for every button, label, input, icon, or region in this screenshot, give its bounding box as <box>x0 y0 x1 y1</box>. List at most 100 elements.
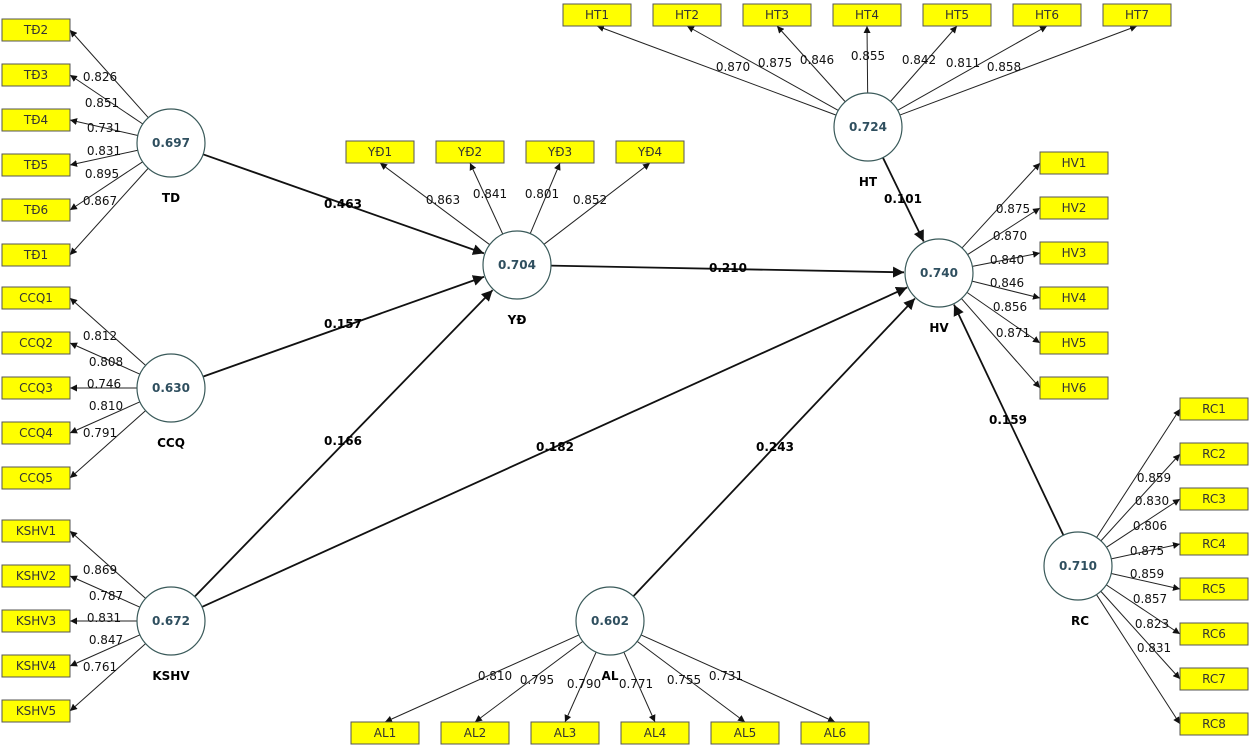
indicator-hv4[interactable]: HV4 <box>1039 286 1109 310</box>
indicator-td2[interactable]: TĐ2 <box>1 18 71 42</box>
indicator-kshv4[interactable]: KSHV4 <box>1 654 71 678</box>
labels-layer: 0.8260.8510.7310.8310.8950.8670.8120.808… <box>83 49 1171 691</box>
loading-arrow-yd4 <box>543 162 651 245</box>
indicator-al5[interactable]: AL5 <box>710 721 780 745</box>
indicator-al1[interactable]: AL1 <box>350 721 420 745</box>
indicator-ccq5[interactable]: CCQ5 <box>1 466 71 490</box>
loading-arrow-rc3 <box>1106 498 1181 548</box>
indicator-ht7[interactable]: HT7 <box>1102 3 1172 27</box>
loading-arrow-rc5 <box>1111 572 1181 591</box>
indicator-box <box>922 3 992 27</box>
indicator-box <box>832 3 902 27</box>
indicator-label: HT7 <box>1125 8 1149 22</box>
indicator-hv5[interactable]: HV5 <box>1039 331 1109 355</box>
indicator-ht6[interactable]: HT6 <box>1012 3 1082 27</box>
loading-value-ccq4: 0.810 <box>89 399 123 413</box>
indicator-box <box>1 331 71 355</box>
indicator-rc8[interactable]: RC8 <box>1179 712 1249 736</box>
indicator-ccq4[interactable]: CCQ4 <box>1 421 71 445</box>
indicator-label: KSHV4 <box>16 659 56 673</box>
indicator-ccq3[interactable]: CCQ3 <box>1 376 71 400</box>
indicator-label: HT4 <box>855 8 879 22</box>
indicator-td4[interactable]: TĐ4 <box>1 108 71 132</box>
path-ht-to-hv <box>882 157 925 242</box>
indicator-yd3[interactable]: YĐ3 <box>525 140 595 164</box>
indicator-hv3[interactable]: HV3 <box>1039 241 1109 265</box>
construct-name: CCQ <box>157 436 185 450</box>
indicator-td3[interactable]: TĐ3 <box>1 63 71 87</box>
construct-r2: 0.704 <box>498 258 536 272</box>
construct-circle <box>136 108 206 178</box>
indicator-kshv1[interactable]: KSHV1 <box>1 519 71 543</box>
indicator-rc6[interactable]: RC6 <box>1179 622 1249 646</box>
indicator-ccq2[interactable]: CCQ2 <box>1 331 71 355</box>
indicator-td6[interactable]: TĐ6 <box>1 198 71 222</box>
indicator-yd2[interactable]: YĐ2 <box>435 140 505 164</box>
indicator-label: AL5 <box>734 726 757 740</box>
indicator-td1[interactable]: TĐ1 <box>1 243 71 267</box>
construct-circle <box>136 353 206 423</box>
indicator-label: HV6 <box>1062 381 1087 395</box>
construct-name: KSHV <box>152 669 190 683</box>
indicator-rc3[interactable]: RC3 <box>1179 487 1249 511</box>
indicator-al3[interactable]: AL3 <box>530 721 600 745</box>
indicator-hv1[interactable]: HV1 <box>1039 151 1109 175</box>
indicator-rc2[interactable]: RC2 <box>1179 442 1249 466</box>
construct-circle <box>136 586 206 656</box>
loading-value-ccq3: 0.746 <box>87 377 121 391</box>
indicator-al6[interactable]: AL6 <box>800 721 870 745</box>
indicator-label: HV2 <box>1062 201 1087 215</box>
path-coef-yd-hv: 0.210 <box>709 261 747 275</box>
indicator-td5[interactable]: TĐ5 <box>1 153 71 177</box>
indicator-rc1[interactable]: RC1 <box>1179 397 1249 421</box>
indicator-kshv5[interactable]: KSHV5 <box>1 699 71 723</box>
path-coef-td-yd: 0.463 <box>324 197 362 211</box>
path-yd-to-hv <box>550 264 905 278</box>
construct-circle <box>482 230 552 300</box>
indicator-ht3[interactable]: HT3 <box>742 3 812 27</box>
indicator-hv2[interactable]: HV2 <box>1039 196 1109 220</box>
indicator-yd1[interactable]: YĐ1 <box>345 140 415 164</box>
indicator-ht1[interactable]: HT1 <box>562 3 632 27</box>
indicator-rc7[interactable]: RC7 <box>1179 667 1249 691</box>
indicator-label: CCQ2 <box>19 336 53 350</box>
shapes-layer: TĐ2TĐ3TĐ4TĐ5TĐ6TĐ1CCQ1CCQ2CCQ3CCQ4CCQ5KS… <box>1 3 1249 745</box>
loading-value-td2: 0.826 <box>83 70 117 84</box>
indicator-label: HV1 <box>1062 156 1087 170</box>
indicator-box <box>1 198 71 222</box>
loading-value-rc3: 0.806 <box>1133 519 1167 533</box>
indicator-hv6[interactable]: HV6 <box>1039 376 1109 400</box>
loading-value-hv3: 0.840 <box>990 253 1024 267</box>
indicator-label: CCQ4 <box>19 426 53 440</box>
indicator-box <box>1179 397 1249 421</box>
indicator-al4[interactable]: AL4 <box>620 721 690 745</box>
indicator-box <box>1 609 71 633</box>
indicator-label: HT3 <box>765 8 789 22</box>
indicator-box <box>1179 667 1249 691</box>
indicator-rc5[interactable]: RC5 <box>1179 577 1249 601</box>
indicator-kshv3[interactable]: KSHV3 <box>1 609 71 633</box>
indicator-box <box>742 3 812 27</box>
loading-arrow-kshv2 <box>69 575 141 608</box>
loading-value-td3: 0.851 <box>85 96 119 110</box>
indicator-ht4[interactable]: HT4 <box>832 3 902 27</box>
indicator-kshv2[interactable]: KSHV2 <box>1 564 71 588</box>
indicator-rc4[interactable]: RC4 <box>1179 532 1249 556</box>
indicator-ht2[interactable]: HT2 <box>652 3 722 27</box>
indicator-box <box>562 3 632 27</box>
loading-value-hv6: 0.871 <box>996 326 1030 340</box>
indicator-ht5[interactable]: HT5 <box>922 3 992 27</box>
loading-value-ht7: 0.858 <box>987 60 1021 74</box>
path-kshv-to-hv <box>201 286 908 608</box>
indicator-ccq1[interactable]: CCQ1 <box>1 286 71 310</box>
indicator-al2[interactable]: AL2 <box>440 721 510 745</box>
indicator-yd4[interactable]: YĐ4 <box>615 140 685 164</box>
